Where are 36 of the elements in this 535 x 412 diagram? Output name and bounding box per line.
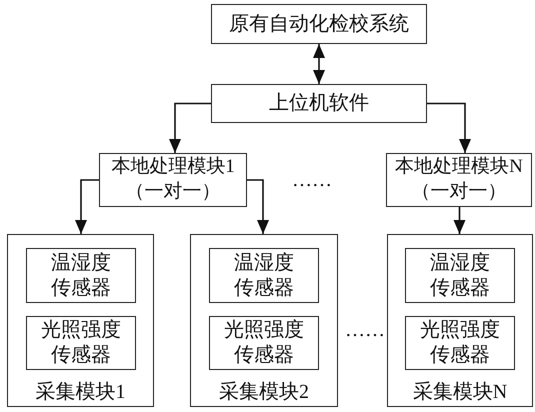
system-box xyxy=(211,4,427,44)
box-label: 温湿度传感器 xyxy=(429,250,491,300)
box-label: 光照强度传感器 xyxy=(40,318,122,368)
module-label: 采集模块N xyxy=(412,380,508,405)
sensor-box xyxy=(26,316,136,370)
arrow xyxy=(454,207,466,234)
arrow xyxy=(427,102,471,153)
box-label: 原有自动化检校系统 xyxy=(229,12,409,36)
acquisition-module-panel xyxy=(387,234,533,407)
arrow xyxy=(169,102,211,153)
processing-module-box xyxy=(99,153,247,207)
software-box xyxy=(211,84,427,123)
box-label: 本地处理模块1 xyxy=(111,155,235,180)
box-label: 光照强度传感器 xyxy=(223,318,305,368)
processing-module-box xyxy=(386,153,532,207)
sensor-box xyxy=(405,248,515,303)
box-sublabel: （一对一） xyxy=(412,180,506,204)
module-label: 采集模块1 xyxy=(34,380,126,405)
ellipsis-text: …… xyxy=(345,320,385,340)
acquisition-module-panel xyxy=(7,234,154,407)
arrow xyxy=(75,179,99,234)
ellipsis-text: …… xyxy=(292,170,332,190)
box-label: 温湿度传感器 xyxy=(233,250,295,300)
sensor-box xyxy=(26,248,136,303)
box-label: 光照强度传感器 xyxy=(419,318,501,368)
module-label: 采集模块2 xyxy=(218,380,310,405)
arrow xyxy=(247,179,269,234)
sensor-box xyxy=(209,316,319,370)
double-arrow xyxy=(313,44,325,84)
box-sublabel: （一对一） xyxy=(126,180,220,204)
box-label: 温湿度传感器 xyxy=(50,250,112,300)
acquisition-module-panel xyxy=(190,234,338,407)
box-label: 本地处理模块N xyxy=(395,155,523,180)
sensor-box xyxy=(209,248,319,303)
box-label: 上位机软件 xyxy=(269,91,369,116)
sensor-box xyxy=(405,316,515,370)
